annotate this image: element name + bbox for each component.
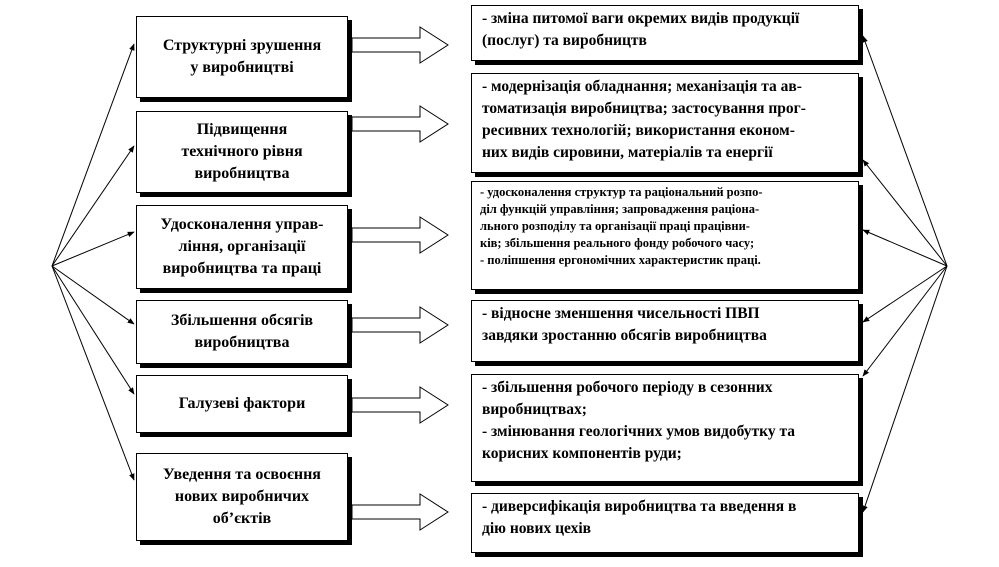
result-text: - зміна питомої ваги окремих видів проду… [482, 10, 800, 49]
right-fan-lines [862, 35, 948, 513]
fan-line-left-4 [51, 265, 135, 325]
factor-label: Удосконалення управ- ління, організації … [160, 216, 324, 277]
block-arrows [351, 26, 449, 531]
fan-line-right-3 [862, 229, 948, 267]
result-box-technical-level: - модернізація обладнання; механізація т… [471, 73, 859, 173]
left-fan-lines [51, 43, 135, 481]
factor-box-technical-level: Підвищення технічного рівня виробництва [136, 111, 348, 193]
result-box-industry-factors: - збільшення робочого періоду в сезонних… [471, 374, 859, 482]
result-box-new-facilities: - диверсифікація виробництва та введення… [471, 493, 859, 553]
result-text: - диверсифікація виробництва та введення… [482, 498, 797, 537]
block-arrow-3 [351, 216, 449, 254]
result-box-management-organization: - удосконалення структур та раціональний… [471, 181, 859, 290]
fan-line-left-5 [51, 265, 135, 395]
fan-line-right-4 [862, 265, 948, 323]
result-text: - модернізація обладнання; механізація т… [482, 78, 806, 161]
fan-line-left-3 [51, 231, 135, 267]
factor-label: Підвищення технічного рівня виробництва [181, 121, 303, 182]
factor-label: Збільшення обсягів виробництва [170, 312, 314, 351]
fan-line-left-1 [51, 43, 135, 267]
fan-line-right-6 [862, 265, 948, 513]
block-arrow-2 [351, 105, 449, 143]
factor-box-structural-shifts: Структурні зрушення у виробництві [136, 16, 348, 98]
factor-box-management-organization: Удосконалення управ- ління, організації … [136, 205, 348, 289]
fan-line-right-2 [862, 159, 948, 267]
fan-line-right-1 [862, 35, 948, 267]
factor-box-production-volume: Збільшення обсягів виробництва [136, 300, 348, 364]
fan-line-left-6 [51, 265, 135, 481]
result-box-structural-shifts: - зміна питомої ваги окремих видів проду… [471, 5, 859, 61]
block-arrow-5 [351, 386, 449, 424]
factor-label: Структурні зрушення у виробництві [162, 37, 322, 76]
fan-line-right-5 [862, 265, 948, 377]
factor-label: Уведення та освоєння нових виробничих об… [163, 466, 321, 527]
block-arrow-6 [351, 493, 449, 531]
factor-label: Галузеві фактори [178, 395, 306, 412]
block-arrow-1 [351, 26, 449, 64]
result-box-production-volume: - відносне зменшення чисельності ПВП зав… [471, 300, 859, 362]
result-text: - відносне зменшення чисельності ПВП зав… [482, 305, 767, 344]
result-text: - збільшення робочого періоду в сезонних… [482, 379, 796, 462]
factor-box-new-facilities: Уведення та освоєння нових виробничих об… [136, 453, 348, 541]
factor-box-industry-factors: Галузеві фактори [136, 375, 348, 433]
fan-line-left-2 [51, 145, 135, 267]
block-arrow-4 [351, 306, 449, 344]
result-text: - удосконалення структур та раціональний… [480, 185, 763, 267]
